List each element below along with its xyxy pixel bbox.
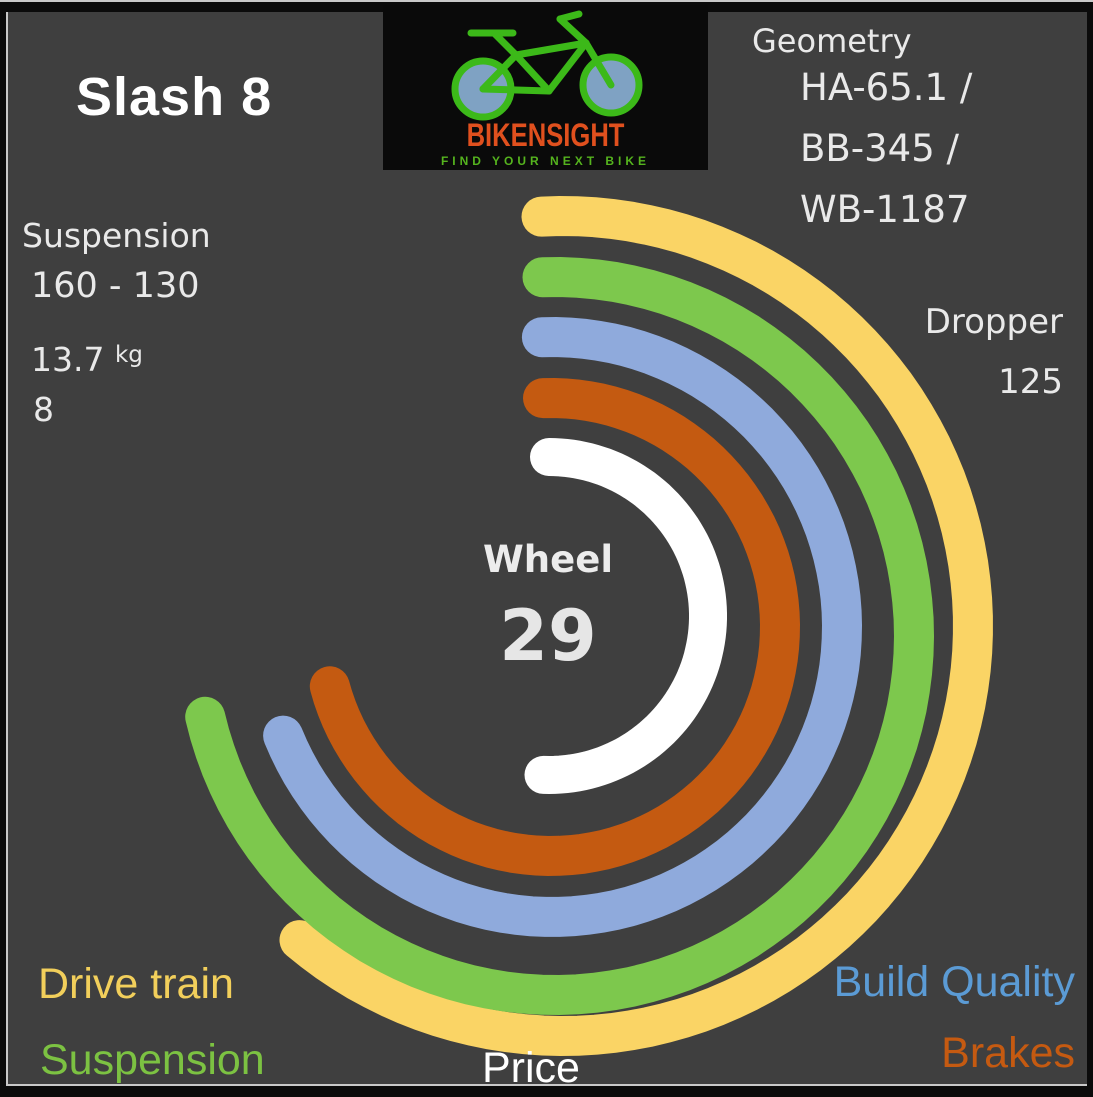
weight-unit: kg <box>114 342 143 368</box>
legend-drive-train: Drive train <box>38 960 234 1008</box>
arc-brakes <box>309 377 801 877</box>
logo-brand-text: BIKENSIGHT <box>466 117 625 153</box>
weight-number: 13.7 <box>31 340 105 379</box>
geometry-bottom-bracket: BB-345 / <box>800 127 959 170</box>
window-top-hairline <box>0 0 1093 2</box>
suspension-travel-value: 160 - 130 <box>31 266 200 306</box>
geometry-label: Geometry <box>752 22 912 60</box>
dropper-value: 125 <box>998 362 1063 402</box>
wheel-size-value: 29 <box>499 595 597 677</box>
arc-build-quality <box>263 316 863 937</box>
arc-suspension <box>185 256 935 1016</box>
legend-brakes: Brakes <box>941 1029 1075 1077</box>
arc-drive-train <box>279 195 993 1057</box>
legend-price: Price <box>482 1044 580 1092</box>
dropper-label: Dropper <box>924 302 1063 342</box>
legend-build-quality: Build Quality <box>833 958 1075 1006</box>
legend-suspension: Suspension <box>40 1036 265 1084</box>
wheel-size-label: Wheel <box>482 538 614 581</box>
suspension-travel-label: Suspension <box>22 216 211 255</box>
page-title: Slash 8 <box>76 67 273 127</box>
geometry-wheelbase: WB-1187 <box>800 188 970 231</box>
bike-logo-icon <box>451 10 643 121</box>
bikensight-logo: BIKENSIGHT FIND YOUR NEXT BIKE <box>383 5 708 170</box>
weight-value: 13.7 kg <box>31 340 143 379</box>
geometry-head-angle: HA-65.1 / <box>800 66 973 109</box>
frame-size-value: 8 <box>33 390 54 429</box>
arc-price <box>524 438 727 795</box>
logo-tagline-text: FIND YOUR NEXT BIKE <box>440 154 651 168</box>
